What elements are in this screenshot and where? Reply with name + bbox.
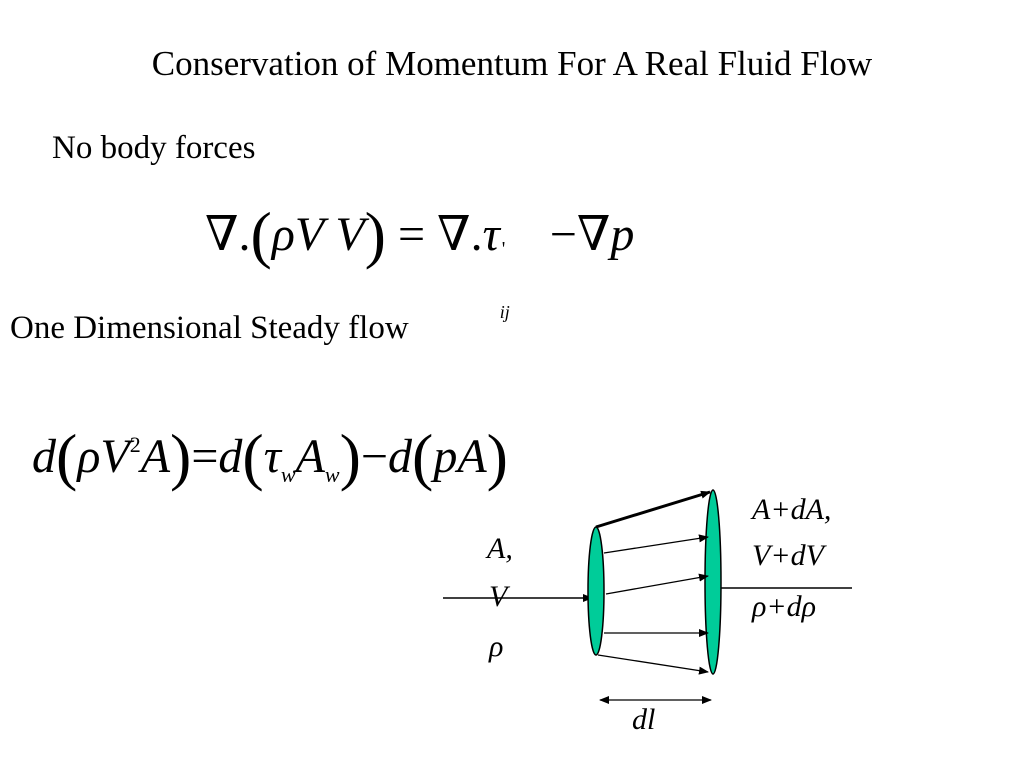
eq2-V: V <box>100 430 130 483</box>
eq1-minus: − <box>549 208 577 261</box>
eq2-sub-w2: w <box>324 462 340 487</box>
page-title: Conservation of Momentum For A Real Flui… <box>151 44 873 83</box>
equation-momentum-general: ∇.(ρV V) = ∇.τ'ij −∇p <box>205 199 635 322</box>
eq1-equals: = <box>397 208 426 261</box>
outlet-section-disk <box>704 489 722 675</box>
eq2-d3: d <box>388 430 412 483</box>
eq2-A: A <box>140 430 171 483</box>
eq1-vv: V V <box>294 208 365 261</box>
inlet-label-rho: ρ <box>489 630 504 663</box>
equation-momentum-1d: d(ρV2A)=d(τwAw)−d(pA) <box>32 421 508 492</box>
eq1-prime: ' <box>501 238 506 260</box>
heading-no-body-forces: No body forces <box>52 130 256 166</box>
eq1-p: p <box>610 208 635 261</box>
eq2-minus: − <box>360 430 388 483</box>
eq2-sub-w1: w <box>280 462 296 487</box>
eq2-equals: = <box>191 430 219 483</box>
eq2-pA: pA <box>433 430 487 483</box>
eq2-rho: ρ <box>77 430 101 483</box>
inlet-label-V: V <box>489 580 508 613</box>
flow-arrow-4 <box>597 654 709 675</box>
inlet-section-disk <box>587 526 605 656</box>
eq1-tau: τ <box>482 208 500 261</box>
eq1-rho: ρ <box>271 208 295 261</box>
dl-label: dl <box>632 703 656 736</box>
flow-arrow-1 <box>603 534 709 554</box>
eq1-nabla-dot: ∇. <box>205 208 251 261</box>
eq1-nabla: ∇ <box>576 208 611 261</box>
inlet-label-A: A, <box>487 532 513 565</box>
outlet-label-A: A+dA, <box>752 493 832 526</box>
eq1-subscript-ij: ij <box>499 302 510 322</box>
outlet-label-V: V+dV <box>752 539 824 572</box>
eq2-tau: τ <box>263 430 281 483</box>
eq1-nabla-dot-2: ∇. <box>437 208 483 261</box>
flow-arrow-2 <box>605 573 709 595</box>
eq2-d1: d <box>32 430 56 483</box>
top-boundary-arrow <box>595 490 711 529</box>
eq2-squared: 2 <box>129 432 141 457</box>
outlet-label-rho: ρ+dρ <box>752 590 817 623</box>
eq2-d2: d <box>218 430 243 483</box>
eq2-Aw: A <box>295 430 325 483</box>
heading-one-dimensional: One Dimensional Steady flow <box>10 310 409 346</box>
